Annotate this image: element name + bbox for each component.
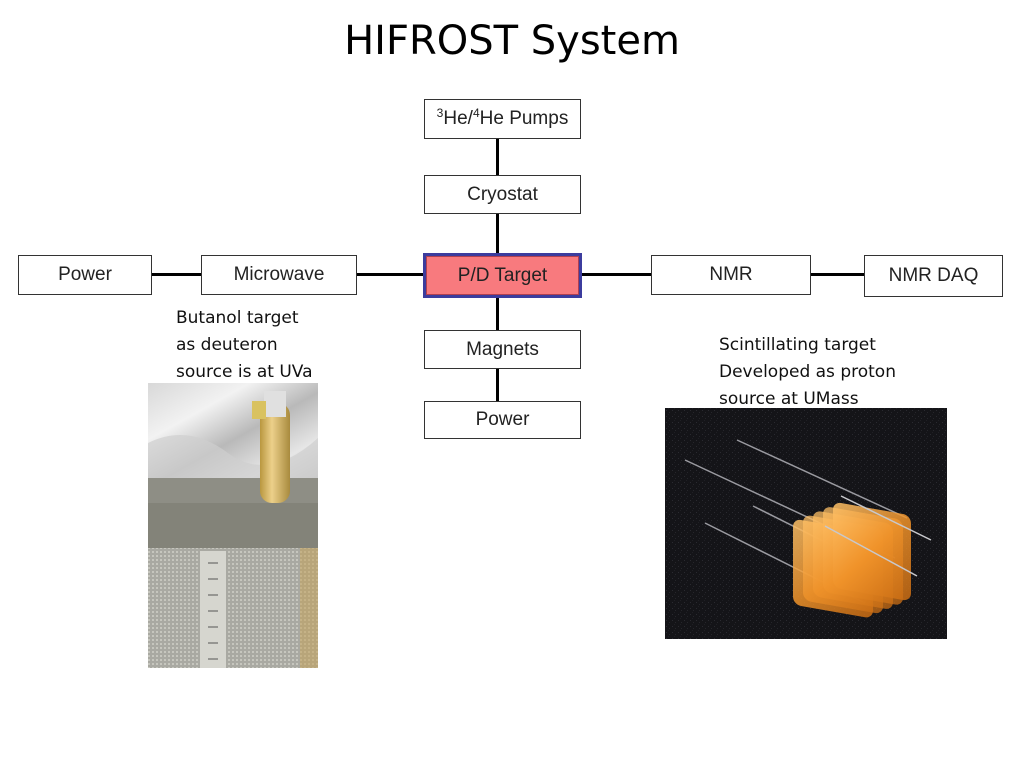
cryostat-label: Cryostat <box>467 183 538 205</box>
power-left-box: Power <box>18 255 152 295</box>
right-caption-line-2: Developed as proton <box>719 362 896 382</box>
connector-microwave-target <box>356 273 424 276</box>
pumps-he4-text: He Pumps <box>479 108 569 129</box>
power-bottom-label: Power <box>475 409 530 430</box>
cryostat-box: Cryostat <box>424 175 581 214</box>
nmr-label: NMR <box>709 264 753 285</box>
power-bottom-box: Power <box>424 401 581 439</box>
left-caption: Butanol target as deuteron source is at … <box>176 305 313 386</box>
pumps-he3-text: He/ <box>443 108 473 129</box>
butanol-target-photo <box>148 383 318 668</box>
magnets-box: Magnets <box>424 330 581 369</box>
pumps-label: 3He/4He Pumps <box>436 106 569 130</box>
right-caption-line-1: Scintillating target <box>719 335 876 355</box>
connector-target-nmr <box>581 273 652 276</box>
connector-cryostat-target <box>496 213 499 255</box>
right-caption-line-3: source at UMass <box>719 389 859 409</box>
left-caption-line-3: source is at UVa <box>176 362 313 382</box>
slide-title: HIFROST System <box>344 18 680 64</box>
left-caption-line-1: Butanol target <box>176 308 299 328</box>
microwave-label: Microwave <box>233 264 325 285</box>
pumps-sup-3: 3 <box>436 106 444 120</box>
nmr-daq-box: NMR DAQ <box>864 255 1003 297</box>
scintillating-target-photo <box>665 408 947 639</box>
target-label: P/D Target <box>457 264 548 286</box>
connector-power-microwave <box>151 273 202 276</box>
right-caption: Scintillating target Developed as proton… <box>719 332 896 413</box>
microwave-box: Microwave <box>201 255 357 295</box>
pumps-box: 3He/4He Pumps <box>424 99 581 139</box>
power-left-label: Power <box>58 264 112 285</box>
connector-nmr-daq <box>810 273 865 276</box>
connector-magnets-power <box>496 368 499 402</box>
pumps-sup-4: 4 <box>472 106 480 120</box>
nmr-daq-label: NMR DAQ <box>888 265 979 286</box>
connector-target-magnets <box>496 297 499 331</box>
magnets-label: Magnets <box>466 338 539 360</box>
left-caption-line-2: as deuteron <box>176 335 278 355</box>
connector-pumps-cryostat <box>496 138 499 176</box>
target-box: P/D Target <box>423 253 582 298</box>
nmr-box: NMR <box>651 255 811 295</box>
